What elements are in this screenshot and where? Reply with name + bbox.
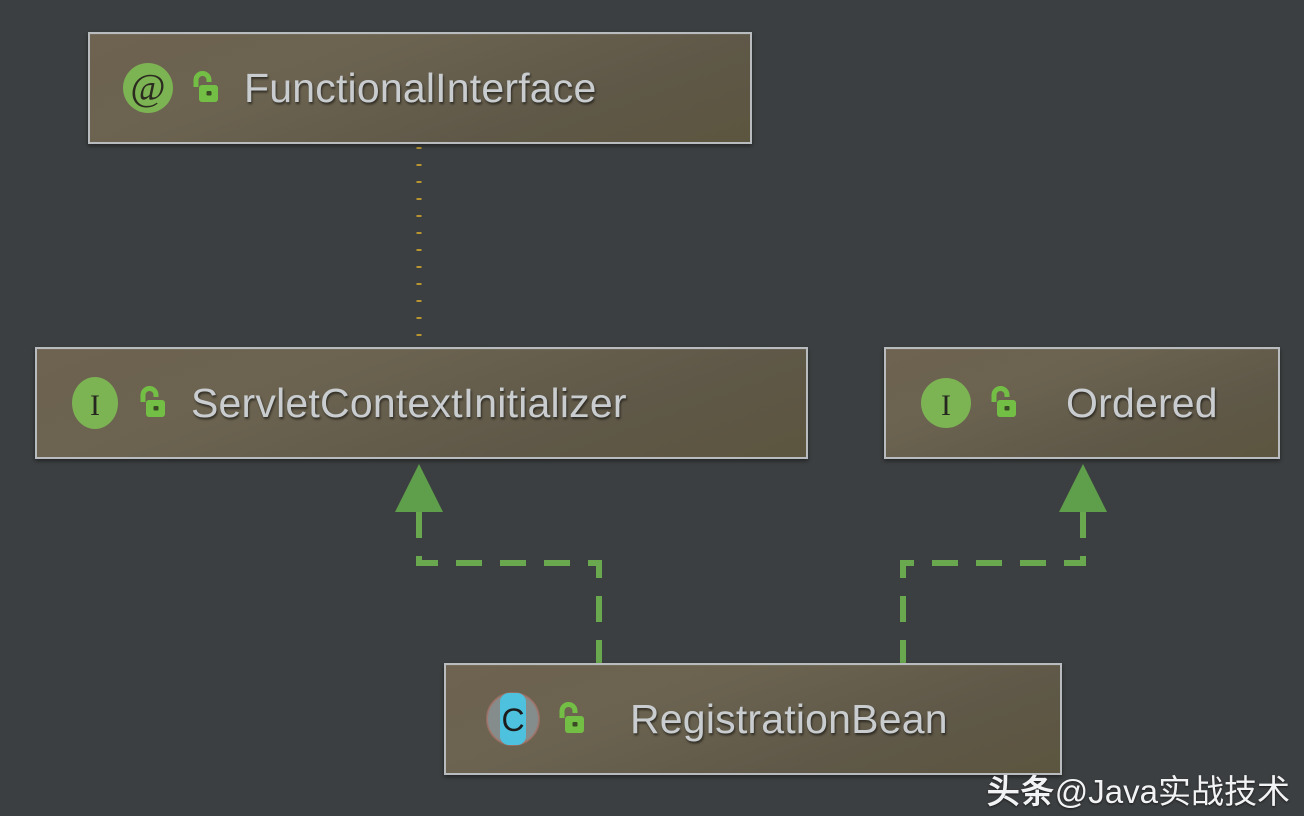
node-functionalinterface[interactable]: @ FunctionalInterface xyxy=(88,32,752,144)
open-padlock-icon xyxy=(140,386,165,417)
class-c-icon: C xyxy=(486,692,540,746)
open-padlock-icon xyxy=(559,702,584,733)
node-label: ServletContextInitializer xyxy=(191,379,627,426)
watermark-handle: @Java实战技术 xyxy=(1054,773,1290,810)
node-label: Ordered xyxy=(1066,379,1218,426)
implements-arrowhead-right xyxy=(1059,464,1107,512)
edge-implements-servletcontextinitializer xyxy=(395,464,602,665)
svg-text:I: I xyxy=(941,389,951,422)
node-registrationbean[interactable]: C RegistrationBean xyxy=(444,663,1062,775)
node-label: RegistrationBean xyxy=(630,695,948,742)
open-padlock-icon xyxy=(991,386,1016,417)
watermark-brand: 头条 xyxy=(986,773,1055,810)
watermark: 头条@Java实战技术 xyxy=(987,775,1290,808)
interface-i-icon: I xyxy=(921,378,971,428)
node-label: FunctionalInterface xyxy=(244,64,597,111)
svg-text:I: I xyxy=(90,389,100,422)
svg-text:C: C xyxy=(501,702,524,738)
implements-arrowhead-left xyxy=(395,464,443,512)
open-padlock-icon xyxy=(193,71,218,102)
node-ordered[interactable]: I Ordered xyxy=(884,347,1280,459)
implements-dashed-path-right xyxy=(900,512,1086,665)
interface-i-icon: I xyxy=(72,377,118,429)
implements-dashed-path-left xyxy=(416,512,602,665)
edge-implements-ordered xyxy=(900,464,1107,665)
node-servletcontextinitializer[interactable]: I ServletContextInitializer xyxy=(35,347,808,459)
annotation-at-icon: @ xyxy=(123,63,173,113)
svg-text:@: @ xyxy=(131,67,166,109)
